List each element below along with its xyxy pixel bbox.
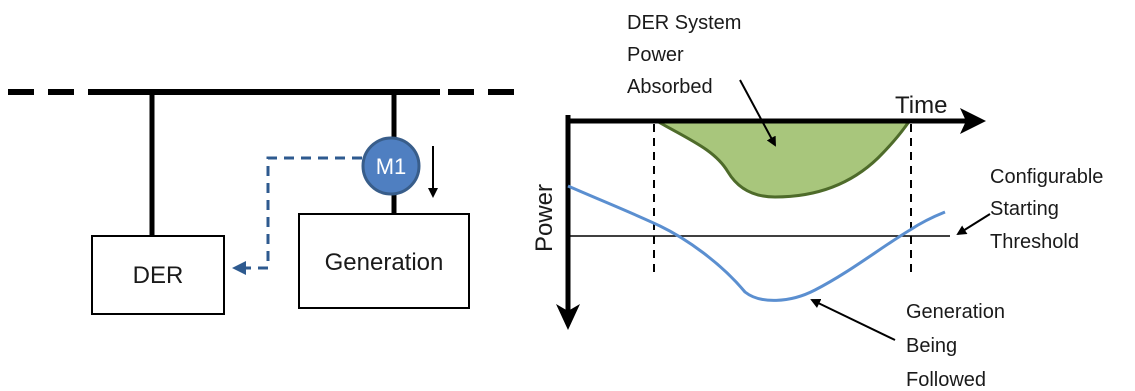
generation-annotation-line-2: Being [906,335,957,357]
generation-curve [567,184,946,302]
generation-annotation-arrow [810,298,896,341]
generation-annotation-line-3: Followed [906,369,986,391]
threshold-annotation-arrow [956,213,991,236]
der-label: DER [133,262,184,289]
generation-box [298,213,470,309]
generation-annotation: Generation Being Followed [810,298,1005,391]
power-time-chart: Time Power DER System Power Absorbed Con… [531,12,1103,391]
generation-annotation-line-1: Generation [906,301,1005,323]
der-box [91,235,225,315]
time-axis-arrowhead [960,108,986,134]
absorbed-annotation: DER System Power Absorbed [627,12,776,147]
absorbed-annotation-line-2: Power [627,44,684,66]
absorbed-annotation-line-1: DER System [627,12,741,34]
absorbed-annotation-arrow [739,79,776,147]
generation-label: Generation [325,249,444,276]
threshold-annotation-line-1: Configurable [990,166,1103,188]
threshold-annotation-line-3: Threshold [990,231,1079,253]
der-absorbed-area [649,118,913,199]
threshold-annotation: Configurable Starting Threshold [956,166,1103,253]
control-signal-path [232,156,362,275]
threshold-annotation-line-2: Starting [990,198,1059,220]
absorbed-annotation-line-3: Absorbed [627,76,713,98]
power-axis-label: Power [531,184,558,252]
meter-m1 [361,136,421,196]
power-axis-arrowhead [556,304,580,330]
meter-label: M1 [376,154,407,179]
schematic: DER Generation M1 [8,89,520,315]
time-axis-label: Time [895,92,947,119]
